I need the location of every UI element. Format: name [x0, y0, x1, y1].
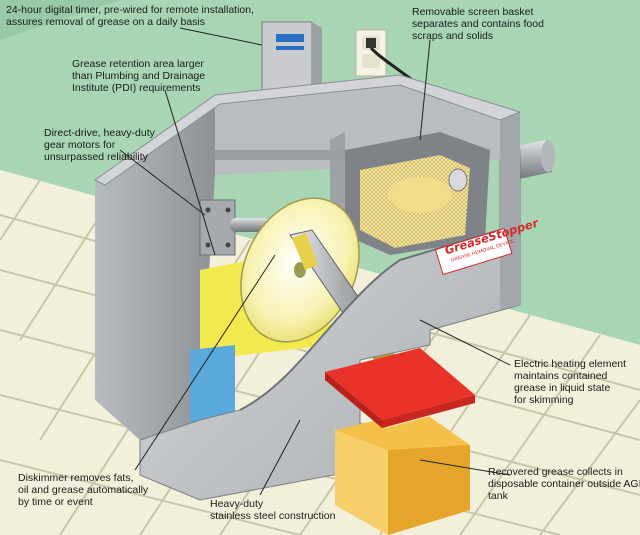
tank-rim — [94, 74, 522, 186]
tank-front-top-edge — [239, 229, 501, 411]
leader-lines — [119, 27, 511, 496]
callout-retention: Grease retention area larger than Plumbi… — [72, 58, 206, 94]
water-layer — [190, 345, 235, 425]
tank-right-end — [500, 105, 520, 310]
gear-motor-icon — [199, 199, 270, 256]
callout-motors: Direct-drive, heavy-duty gear motors for… — [44, 127, 155, 163]
top-rail — [215, 150, 345, 160]
screen-basket-icon — [345, 132, 490, 255]
brand-badge — [434, 227, 513, 276]
callout-timer: 24-hour digital timer, pre-wired for rem… — [6, 4, 255, 28]
callout-diskimmer: Diskimmer removes fats, oil and grease a… — [18, 472, 149, 508]
wall-shade — [0, 0, 120, 40]
container-lid-icon — [325, 348, 475, 428]
callout-container: Recovered grease collects in disposable … — [488, 466, 640, 502]
digital-timer-icon — [261, 21, 322, 130]
callout-construction: Heavy-duty stainless steel construction — [210, 498, 336, 522]
callout-heating: Electric heating element maintains conta… — [514, 358, 627, 406]
callout-basket: Removable screen basket separates and co… — [412, 6, 544, 42]
tank-left-wall — [95, 95, 215, 440]
electrical-outlet-icon — [355, 29, 421, 88]
